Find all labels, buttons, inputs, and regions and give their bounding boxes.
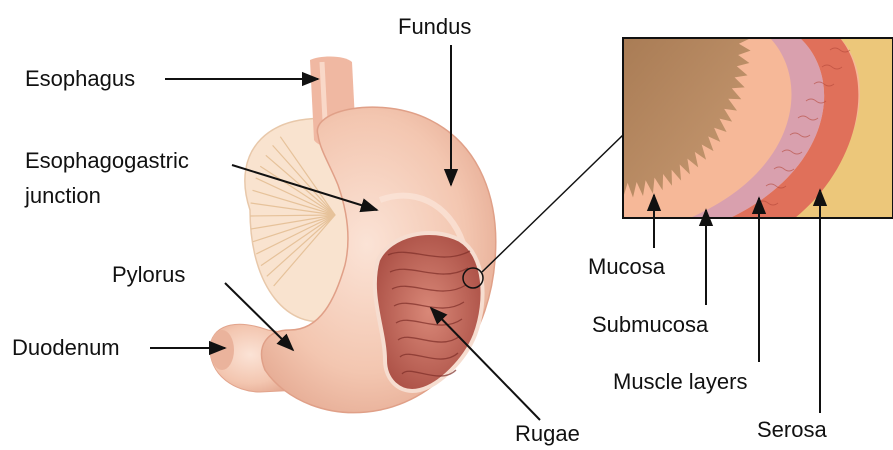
label-pylorus: Pylorus <box>112 262 185 288</box>
rugae-cutaway <box>375 233 483 391</box>
label-serosa: Serosa <box>757 417 827 443</box>
wall-magnification <box>623 38 893 218</box>
label-esophagus: Esophagus <box>25 66 135 92</box>
label-submucosa: Submucosa <box>592 312 708 338</box>
label-muscle-layers: Muscle layers <box>613 369 747 395</box>
label-rugae: Rugae <box>515 421 580 447</box>
label-duodenum: Duodenum <box>12 335 120 361</box>
label-fundus: Fundus <box>398 14 471 40</box>
label-eg-junction-line2: junction <box>25 183 101 209</box>
label-eg-junction-line1: Esophagogastric <box>25 148 189 174</box>
label-mucosa: Mucosa <box>588 254 665 280</box>
